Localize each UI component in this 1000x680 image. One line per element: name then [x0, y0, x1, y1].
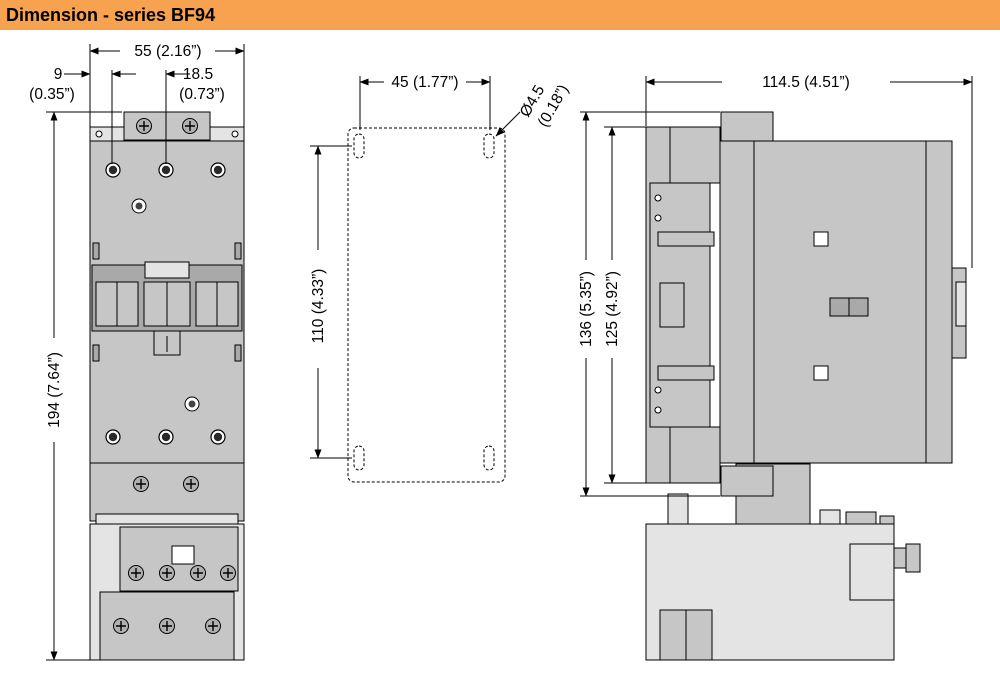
page-title: Dimension - series BF94 — [6, 5, 216, 25]
terminal-stud-icon — [210, 162, 226, 178]
mounting-hole — [353, 445, 365, 471]
terminal-screw-icon — [132, 475, 150, 493]
dimension-drawing: 55 (2.16”) 9 (0.35”) 18.5 (0.73”) 194 (7… — [29, 43, 973, 661]
dim-hole-spacing: 45 (1.77”) — [391, 74, 458, 91]
terminal-stud-icon — [158, 429, 174, 445]
mounting-view — [347, 127, 506, 483]
side-view — [645, 111, 967, 661]
mounting-hole — [483, 445, 495, 471]
mounting-hole — [483, 133, 495, 159]
top-terminal-screw-icon — [181, 117, 199, 135]
dim-left-offset-inch: (0.35”) — [29, 86, 75, 103]
terminal-stud-icon — [210, 429, 226, 445]
relay-screw-icon — [127, 564, 145, 582]
terminal-stud-icon — [105, 429, 121, 445]
relay-screw-icon — [204, 617, 222, 635]
top-terminal-screw-icon — [135, 117, 153, 135]
dim-right-offset: 18.5 — [183, 66, 213, 83]
terminal-stud-icon — [105, 162, 121, 178]
dim-left-offset: 9 — [54, 66, 63, 83]
relay-screw-icon — [158, 564, 176, 582]
relay-screw-icon — [219, 564, 237, 582]
dim-front-height: 194 (7.64”) — [46, 352, 63, 428]
dim-right-offset-inch: (0.73”) — [179, 86, 225, 103]
terminal-stud-icon — [158, 162, 174, 178]
mounting-view-dimensions: 45 (1.77”) Ø4.5 (0.18”) 110 (4.33”) — [310, 74, 572, 459]
terminal-screw-icon — [182, 475, 200, 493]
relay-screw-icon — [112, 617, 130, 635]
side-view-dimensions: 114.5 (4.51”) 136 (5.35”) 125 (4.92”) — [578, 74, 973, 497]
header-bar: Dimension - series BF94 — [0, 0, 1000, 30]
relay-screw-icon — [189, 564, 207, 582]
dim-side-height-inner: 125 (4.92”) — [604, 271, 621, 347]
dim-front-width: 55 (2.16”) — [134, 43, 201, 60]
dim-mounting-vertical: 110 (4.33”) — [310, 269, 327, 344]
relay-screw-icon — [158, 617, 176, 635]
mounting-hole — [353, 133, 365, 159]
front-view-dimensions: 55 (2.16”) 9 (0.35”) 18.5 (0.73”) 194 (7… — [29, 43, 245, 661]
dim-side-height-outer: 136 (5.35”) — [578, 271, 595, 347]
front-view — [89, 111, 245, 661]
dim-side-depth: 114.5 (4.51”) — [762, 74, 850, 91]
